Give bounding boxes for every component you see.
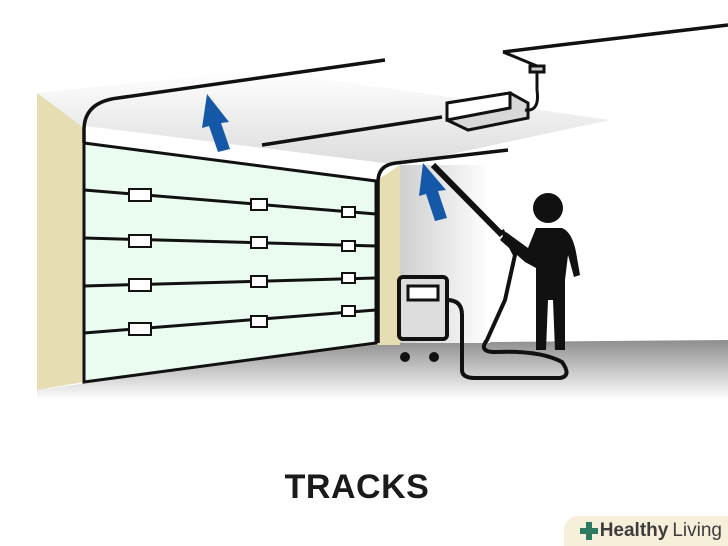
caption-title: TRACKS — [284, 468, 430, 506]
logo-brand-light: Living — [672, 520, 722, 541]
door-handles — [128, 188, 356, 336]
garage-door — [82, 141, 378, 384]
watermark-logo: Healthy Living — [563, 516, 728, 546]
tracks — [82, 23, 728, 343]
logo-brand-bold: Healthy — [599, 520, 669, 541]
ceiling — [37, 70, 610, 165]
floor — [37, 340, 728, 400]
vacuum-icon — [397, 162, 569, 380]
person-icon — [500, 193, 580, 350]
health-cross-icon — [579, 522, 598, 540]
up-arrow-icon — [202, 94, 447, 221]
garage-door-opener-icon — [445, 50, 546, 132]
